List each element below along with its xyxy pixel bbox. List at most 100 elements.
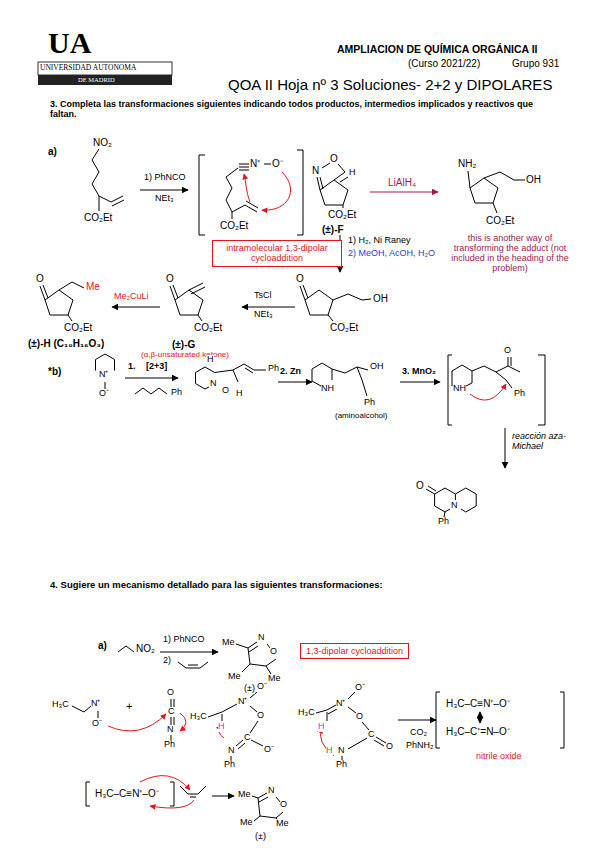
atom-label: O⁻ bbox=[355, 683, 365, 693]
atom-label: N⁺ bbox=[336, 699, 346, 709]
reagent-label: 1) PhNCO bbox=[163, 635, 205, 645]
reagent-label: TsCl bbox=[254, 291, 272, 301]
atom-label: Ph bbox=[364, 398, 375, 408]
atom-label: O⁻ bbox=[257, 682, 267, 692]
atom-label: C bbox=[244, 733, 251, 743]
atom-label: NO₂ bbox=[93, 137, 112, 148]
atom-label: O⁻ bbox=[272, 158, 283, 169]
atom-label: O bbox=[386, 742, 393, 752]
atom-label: O bbox=[270, 647, 277, 657]
atom-label: H bbox=[236, 389, 243, 399]
atom-label: H₃C–C≡N⁺–O⁻ bbox=[446, 698, 510, 709]
atom-label: NO₂ bbox=[136, 643, 155, 654]
compound-label: (±)-F bbox=[322, 224, 344, 235]
atom-label: O⁻ bbox=[92, 719, 102, 729]
atom-label: N⁺ bbox=[91, 699, 101, 709]
atom-label: N bbox=[210, 379, 217, 389]
compound-label: (±)-H (C₁₀H₁₆O₃) bbox=[28, 338, 104, 349]
note-text: (aminoalcohol) bbox=[335, 412, 387, 421]
atom-label: OH bbox=[370, 362, 384, 372]
atom-label: H₃C bbox=[298, 708, 315, 718]
atom-label: N bbox=[167, 725, 174, 735]
atom-label: CO₂Et bbox=[486, 215, 514, 226]
atom-label: Me bbox=[86, 281, 100, 292]
atom-label: O bbox=[166, 273, 174, 284]
atom-label: O bbox=[257, 711, 264, 721]
atom-label: NH bbox=[321, 384, 334, 394]
atom-label: OH bbox=[526, 174, 541, 185]
atom-label: CO₂Et bbox=[328, 209, 356, 220]
atom-label: O bbox=[167, 688, 174, 698]
atom-label: O bbox=[280, 800, 287, 810]
atom-label: H₃C bbox=[52, 700, 69, 710]
atom-label: CO₂Et bbox=[194, 322, 222, 333]
atom-label: H bbox=[218, 722, 225, 732]
atom-label: H bbox=[207, 355, 214, 365]
header-text: UA bbox=[48, 26, 91, 59]
atom-label: H bbox=[326, 746, 333, 756]
atom-label: O bbox=[222, 386, 229, 396]
atom-label: N bbox=[312, 165, 319, 176]
atom-label: H bbox=[318, 722, 325, 732]
atom-label: H bbox=[349, 168, 356, 178]
atom-label: N⁺ bbox=[99, 370, 109, 380]
reagent-label: 2) bbox=[163, 656, 171, 666]
atom-label: H₃C bbox=[190, 712, 207, 722]
atom-label: CO₂Et bbox=[330, 322, 358, 333]
atom-label: CO₂Et bbox=[220, 220, 248, 231]
atom-label: N bbox=[258, 633, 265, 643]
atom-label: N bbox=[451, 501, 458, 511]
atom-label: Ph bbox=[171, 388, 182, 398]
logo bbox=[38, 62, 172, 85]
atom-label: CO₂ bbox=[410, 728, 427, 738]
header-text: Grupo 931 bbox=[512, 58, 559, 69]
atom-label: Me bbox=[238, 790, 251, 800]
atom-label: O bbox=[296, 273, 304, 284]
note-text: (α,β-unsaturated ketone) bbox=[120, 351, 250, 360]
atom-label: Me bbox=[228, 672, 241, 682]
section-text: a) bbox=[48, 146, 57, 157]
atom-label: NH bbox=[453, 384, 466, 394]
atom-label: CO₂Et bbox=[84, 212, 112, 223]
reagent-label: 2) MeOH, AcOH, H₂O bbox=[348, 249, 435, 259]
box-text: intramolecular 1,3-dipolar cycloaddition bbox=[218, 243, 336, 264]
reagent-label: [2+3] bbox=[146, 362, 167, 372]
atom-label: NH₂ bbox=[458, 158, 476, 169]
atom-label: PhNH₂ bbox=[406, 741, 434, 751]
atom-label: Me bbox=[222, 638, 235, 648]
atom-label: N⁺ bbox=[238, 697, 248, 707]
reagent-label: 1. bbox=[128, 362, 136, 372]
reagent-label: 1) PhNCO bbox=[144, 173, 186, 183]
atom-label: H₃C–C≡N⁺–O⁻ bbox=[95, 788, 159, 799]
atom-label: Me bbox=[268, 674, 281, 684]
section-text: *b) bbox=[48, 366, 61, 377]
header-text: (Curso 2021/22) bbox=[408, 58, 480, 69]
atom-label: N⁺ bbox=[250, 158, 260, 169]
atom-label: N bbox=[338, 746, 345, 756]
atom-label: O bbox=[356, 712, 363, 722]
note-text: reacción aza-Michael bbox=[512, 432, 572, 452]
atom-label: O bbox=[36, 273, 44, 284]
atom-label: Ph bbox=[438, 517, 449, 527]
compound-label: (±) bbox=[255, 832, 266, 842]
reagent-label: 3. MnO₂ bbox=[402, 367, 436, 377]
atom-label: N bbox=[268, 786, 275, 796]
page-title: QOA II Hoja nº 3 Soluciones- 2+2 y DIPOL… bbox=[228, 76, 552, 93]
reagent-label: 1) H₂, Ni Raney bbox=[348, 236, 411, 246]
reagent-label: NEt₃ bbox=[254, 310, 273, 320]
atom-label: Ph bbox=[164, 740, 175, 750]
compound-label: (±) bbox=[244, 684, 255, 694]
reagent-label: LiAlH₄ bbox=[388, 177, 416, 188]
box-text: 1,3-dipolar cycloaddition bbox=[306, 646, 403, 656]
header-text: AMPLIACION DE QUÍMICA ORGÁNICA II bbox=[337, 44, 537, 56]
header-text: DE MADRID bbox=[76, 76, 117, 83]
header-text: UNIVERSIDAD AUTONOMA bbox=[40, 64, 136, 72]
atom-label: O bbox=[416, 480, 424, 491]
reagent-label: Me₂CuLi bbox=[114, 292, 149, 302]
atom-label: Me bbox=[240, 818, 253, 828]
atom-label: C bbox=[168, 707, 175, 717]
highlight-box: intramolecular 1,3-dipolar cycloaddition bbox=[212, 240, 342, 267]
atom-label: Ph bbox=[336, 760, 347, 770]
